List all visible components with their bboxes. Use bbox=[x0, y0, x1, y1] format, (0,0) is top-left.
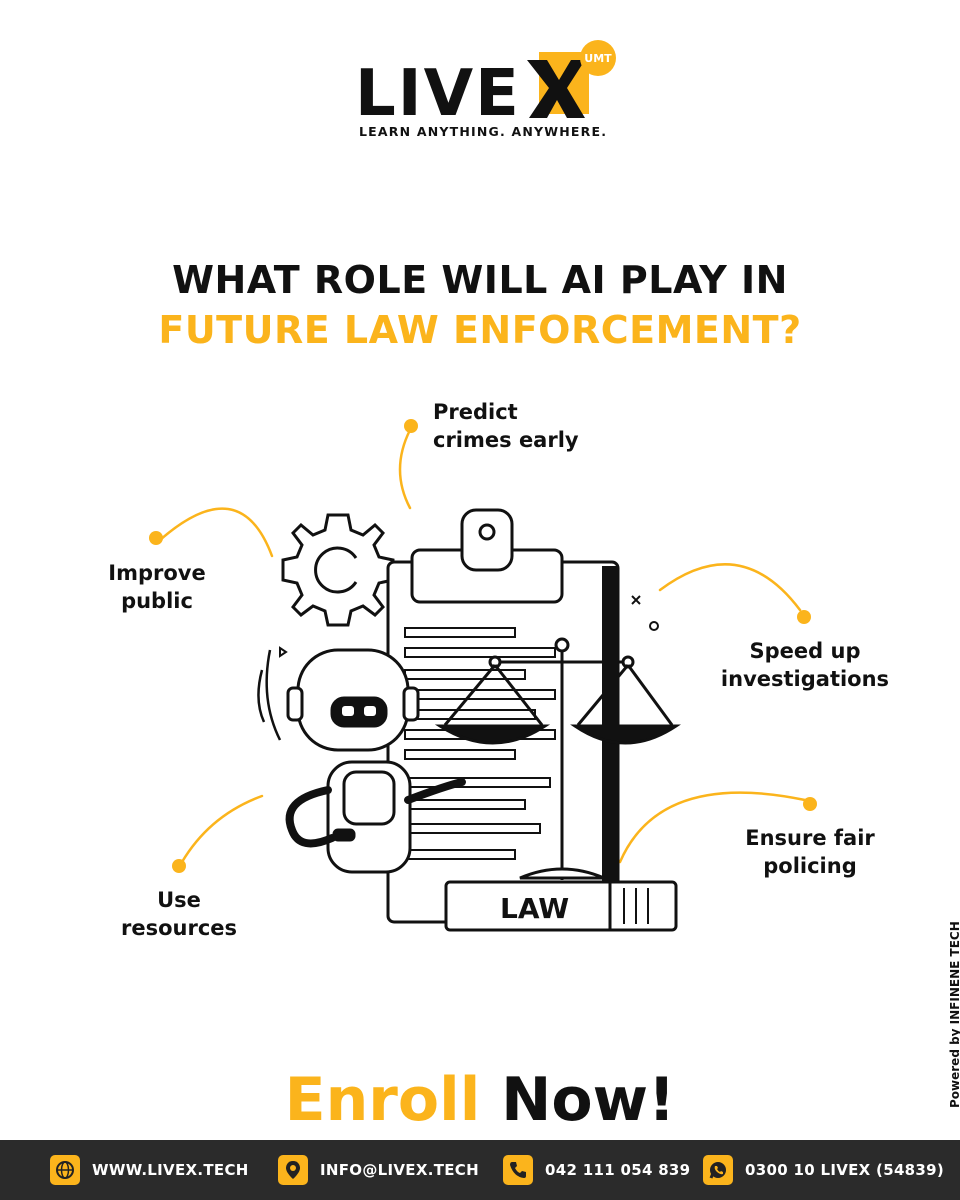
arc-use bbox=[180, 794, 264, 864]
footer-email[interactable]: INFO@LIVEX.TECH bbox=[278, 1140, 479, 1200]
location-pin-icon bbox=[278, 1155, 308, 1185]
point-improve-public: Improve public bbox=[86, 559, 228, 615]
law-book-icon: LAW bbox=[444, 880, 678, 932]
dot-use bbox=[172, 859, 186, 873]
dot-ensure bbox=[803, 797, 817, 811]
footer-whatsapp[interactable]: 0300 10 LIVEX (54839) bbox=[703, 1140, 944, 1200]
headline-line-2: FUTURE LAW ENFORCEMENT? bbox=[158, 308, 802, 352]
point-predict-line-2: crimes early bbox=[433, 428, 579, 452]
point-improve-line-1: Improve bbox=[108, 561, 206, 585]
logo-wordmark: LIVE bbox=[355, 57, 521, 131]
headline-line-1: WHAT ROLE WILL AI PLAY IN bbox=[172, 258, 788, 302]
point-use-line-1: Use bbox=[157, 888, 201, 912]
footer-email-text: INFO@LIVEX.TECH bbox=[320, 1161, 479, 1179]
clipboard-icon bbox=[386, 508, 620, 924]
point-use-resources: Use resources bbox=[108, 886, 250, 942]
globe-icon bbox=[50, 1155, 80, 1185]
arc-ensure bbox=[618, 791, 807, 864]
footer-phone-text: 042 111 054 839 bbox=[545, 1161, 691, 1179]
point-predict-line-1: Predict bbox=[433, 400, 518, 424]
enroll-now-cta[interactable]: Enroll Now! bbox=[0, 1065, 960, 1135]
enroll-word: Enroll bbox=[284, 1065, 481, 1135]
logo-umt-badge: UMT bbox=[580, 40, 616, 76]
phone-icon bbox=[503, 1155, 533, 1185]
point-ensure-line-2: policing bbox=[763, 854, 857, 878]
logo-tagline: LEARN ANYTHING. ANYWHERE. bbox=[359, 124, 608, 139]
point-speed-line-1: Speed up bbox=[749, 639, 861, 663]
whatsapp-icon bbox=[703, 1155, 733, 1185]
scales-of-justice-icon bbox=[434, 637, 681, 880]
point-predict-crimes: Predict crimes early bbox=[433, 398, 579, 454]
point-speed-up: Speed up investigations bbox=[712, 637, 898, 693]
book-label: LAW bbox=[500, 892, 569, 925]
arc-improve bbox=[158, 507, 274, 558]
robot-icon bbox=[257, 648, 466, 874]
point-ensure-line-1: Ensure fair bbox=[745, 826, 875, 850]
point-use-line-2: resources bbox=[120, 916, 238, 940]
footer-website[interactable]: WWW.LIVEX.TECH bbox=[50, 1140, 249, 1200]
connector-arcs bbox=[149, 419, 817, 873]
footer-phone[interactable]: 042 111 054 839 bbox=[503, 1140, 690, 1200]
arc-speed bbox=[658, 563, 802, 612]
contact-footer: WWW.LIVEX.TECH INFO@LIVEX.TECH 042 111 0… bbox=[0, 1140, 960, 1200]
dot-improve bbox=[149, 531, 163, 545]
footer-website-text: WWW.LIVEX.TECH bbox=[92, 1161, 249, 1179]
point-ensure-fair: Ensure fair policing bbox=[728, 824, 892, 880]
point-speed-line-2: investigations bbox=[720, 667, 890, 691]
gear-icon bbox=[281, 513, 395, 627]
dot-speed bbox=[797, 610, 811, 624]
law-ai-illustration: LAW bbox=[257, 508, 681, 932]
point-improve-line-2: public bbox=[121, 589, 193, 613]
livex-logo: LIVE UMT LEARN ANYTHING. ANYWHERE. bbox=[355, 40, 616, 150]
footer-whatsapp-text: 0300 10 LIVEX (54839) bbox=[745, 1161, 945, 1179]
dot-predict bbox=[404, 419, 418, 433]
now-word: Now! bbox=[501, 1065, 676, 1135]
arc-predict bbox=[398, 428, 412, 510]
powered-by-credit: Powered by INFINENE TECH bbox=[948, 921, 960, 1108]
